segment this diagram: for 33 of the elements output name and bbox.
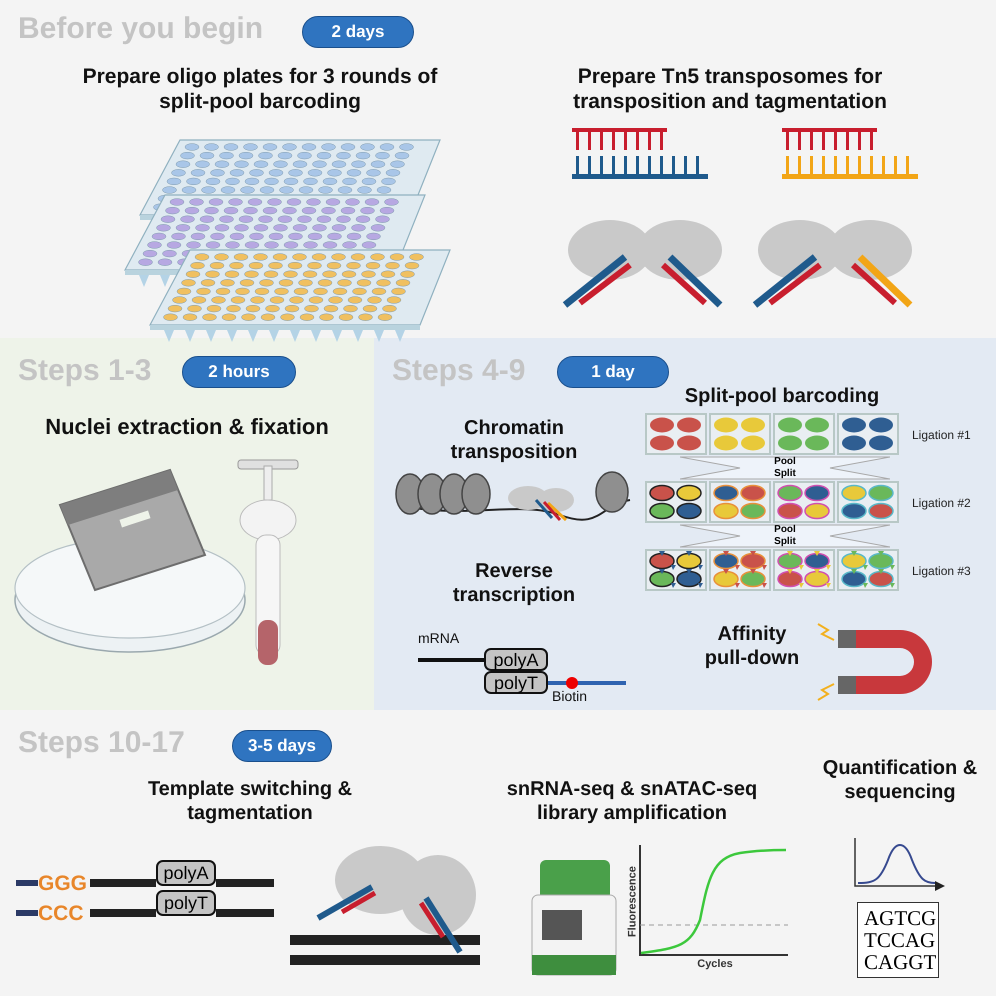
step-title: Nuclei extraction & fixation bbox=[44, 414, 330, 440]
step-title: Quantification & sequencing bbox=[822, 756, 978, 804]
axis-label: Fluorescence bbox=[626, 865, 640, 940]
ligation-label: Ligation #1 bbox=[912, 428, 972, 442]
step-title: Prepare Tn5 transposomes for transposition and tagmentation bbox=[572, 64, 888, 114]
step-title: Chromatin transposition bbox=[450, 416, 578, 464]
step-label: Split bbox=[773, 536, 797, 547]
sequence-box: AGTCG TCCAG CAGGT bbox=[857, 902, 939, 978]
step-title: Affinity pull-down bbox=[704, 622, 800, 670]
sequence-tag: polyA bbox=[156, 860, 216, 886]
duration-badge: 1 day bbox=[557, 356, 669, 388]
axis-label: Cycles bbox=[696, 958, 734, 972]
strand-label: mRNA bbox=[418, 630, 460, 647]
sequence-tag: polyT bbox=[484, 671, 548, 694]
duration-badge: 3-5 days bbox=[232, 730, 332, 762]
marker-label: Biotin bbox=[552, 688, 588, 705]
sequence-tag: polyA bbox=[484, 648, 548, 671]
sequence-tag: polyT bbox=[156, 890, 216, 916]
step-label: Pool bbox=[773, 524, 797, 535]
sequence-label: CCC bbox=[38, 901, 84, 926]
step-title: Template switching & tagmentation bbox=[146, 777, 354, 825]
sequence-label: GGG bbox=[38, 871, 88, 896]
ligation-label: Ligation #3 bbox=[912, 564, 972, 578]
step-label: Pool bbox=[773, 456, 797, 467]
step-label: Split bbox=[773, 468, 797, 479]
duration-badge: 2 hours bbox=[182, 356, 296, 388]
ligation-label: Ligation #2 bbox=[912, 496, 972, 510]
duration-badge: 2 days bbox=[302, 16, 414, 48]
section-panel bbox=[0, 710, 996, 996]
step-title: Split-pool barcoding bbox=[684, 384, 880, 408]
step-title: snRNA-seq & snATAC-seq library amplification bbox=[506, 777, 758, 825]
step-title: Prepare oligo plates for 3 rounds of split-pool barcoding bbox=[82, 64, 438, 114]
step-title: Reverse transcription bbox=[452, 559, 576, 607]
